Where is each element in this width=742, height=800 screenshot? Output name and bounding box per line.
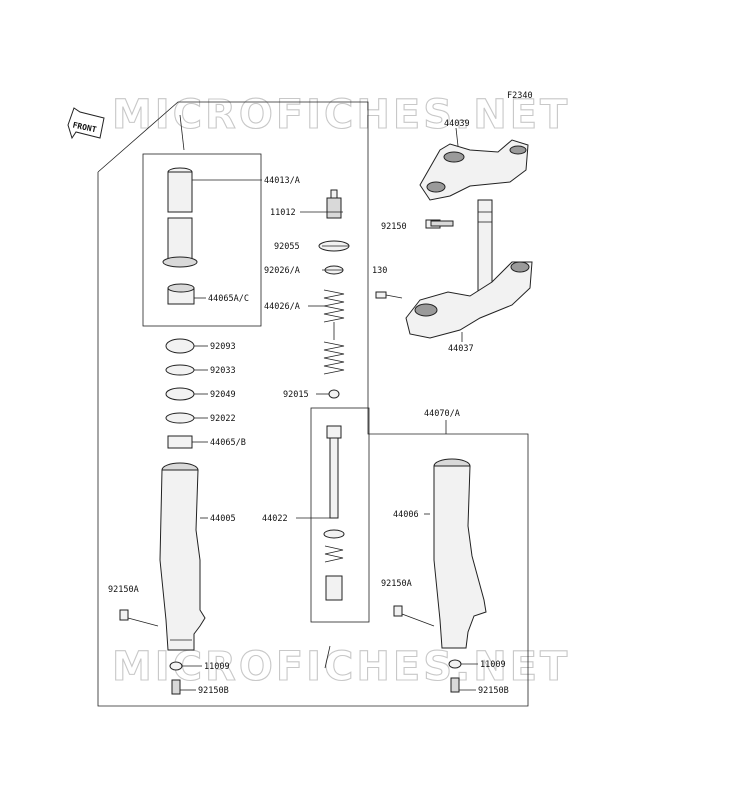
bolt-92150A-right (393, 605, 435, 627)
fork-tube-44013 (162, 167, 198, 268)
label-92150: 92150 (381, 222, 407, 232)
label-44065AC: 44065A/C (208, 294, 249, 304)
label-44013A: 44013/A (264, 176, 300, 186)
label-130: 130 (372, 266, 387, 276)
clip-92033 (165, 364, 195, 376)
bolt-92150B-right (450, 677, 460, 693)
steering-stem (405, 199, 533, 339)
box-44013 (142, 153, 262, 327)
label-11009-right: 11009 (480, 660, 506, 670)
label-44006: 44006 (393, 510, 419, 520)
label-44037: 44037 (448, 344, 474, 354)
bolt-92150B-left (171, 679, 181, 695)
label-44026A: 44026/A (264, 302, 300, 312)
label-44065B: 44065/B (210, 438, 246, 448)
label-44039: 44039 (444, 119, 470, 129)
bushing-44065B (167, 435, 193, 449)
upper-bracket (419, 139, 529, 201)
washer-11009-left (169, 661, 183, 671)
label-11009-left: 11009 (204, 662, 230, 672)
label-92150A-right: 92150A (381, 579, 412, 589)
bolt-92150A-left (119, 609, 159, 627)
label-44005: 44005 (210, 514, 236, 524)
figure-code: F2340 (507, 91, 533, 101)
nut-92015 (328, 389, 340, 399)
assembly-frame (97, 101, 529, 707)
label-92015: 92015 (283, 390, 309, 400)
label-44022: 44022 (262, 514, 288, 524)
label-92026A: 92026/A (264, 266, 300, 276)
washer-92022 (165, 412, 195, 424)
box-44022 (310, 407, 370, 623)
watermark-top: MICROFICHES.NET (112, 92, 570, 138)
label-92049: 92049 (210, 390, 236, 400)
cap-bolt-11012 (326, 189, 342, 219)
front-arrow-icon: FRONT (67, 107, 105, 140)
label-92033: 92033 (210, 366, 236, 376)
damper-rod-44022 (323, 425, 345, 601)
watermark-bottom: MICROFICHES.NET (112, 644, 570, 690)
bolt-130 (375, 291, 403, 299)
label-92150A-left: 92150A (108, 585, 139, 595)
label-92150B-left: 92150B (198, 686, 229, 696)
label-11012: 11012 (270, 208, 296, 218)
washer-11009-right (448, 659, 462, 669)
bushing-44065AC (167, 283, 195, 305)
label-44070A: 44070/A (424, 409, 460, 419)
outer-tube-right (433, 458, 487, 649)
seal-92093 (165, 338, 195, 354)
label-92055: 92055 (274, 242, 300, 252)
label-92150B-right: 92150B (478, 686, 509, 696)
seal-92049 (165, 387, 195, 401)
label-92093: 92093 (210, 342, 236, 352)
spring-44026 (323, 289, 345, 375)
label-92022: 92022 (210, 414, 236, 424)
outer-tube-left (159, 462, 206, 651)
bolt-92150 (425, 219, 454, 229)
